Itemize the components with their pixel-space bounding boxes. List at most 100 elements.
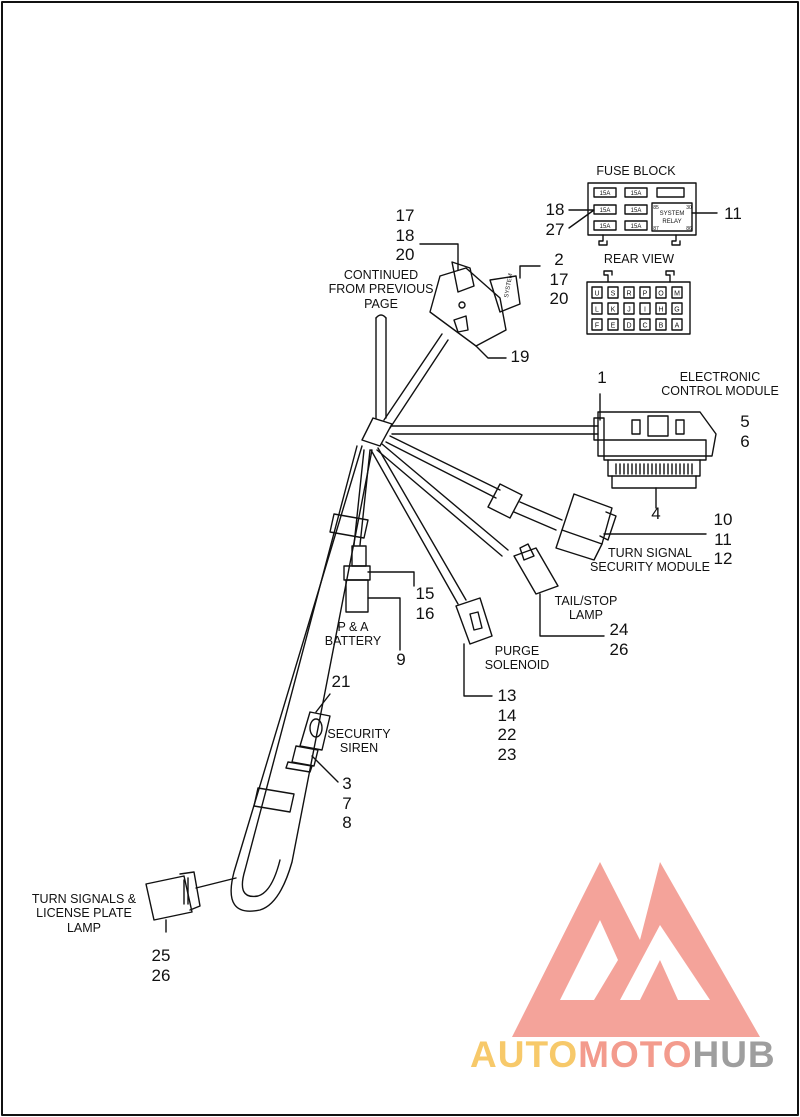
siren-line-1: SECURITY — [327, 727, 391, 741]
leader-2-17-20 — [519, 265, 541, 279]
terminal-cell — [607, 302, 619, 315]
terminal-letter: A — [675, 323, 680, 330]
wire-to-tail-lamp — [376, 443, 509, 557]
terminal-cell — [623, 318, 635, 331]
siren-unit — [285, 711, 331, 773]
brand-logo-triangle — [512, 862, 760, 1037]
leader-18-27 — [568, 209, 595, 229]
terminal-cell — [655, 286, 667, 299]
callout-25: 25 — [151, 946, 171, 965]
terminal-letter: L — [595, 307, 599, 314]
callout-17a: 17 — [395, 206, 415, 225]
callout-27: 27 — [545, 219, 565, 239]
wire-to-tssm-a — [385, 435, 501, 499]
wire-to-purge — [370, 447, 467, 605]
main-trunk-outer — [230, 445, 373, 912]
leader-24-26 — [539, 593, 605, 637]
callout-17-18-20: 17 18 20 — [390, 206, 420, 265]
terminal-cell — [655, 302, 667, 315]
callout-21: 21 — [331, 672, 351, 691]
ecm-line-1: ELECTRONIC — [679, 370, 761, 384]
turn-signals-line-3: LAMP — [66, 920, 102, 935]
terminal-cell — [671, 302, 683, 315]
fuse-4: 15A — [631, 208, 642, 214]
fuse-block-title: FUSE BLOCK — [596, 164, 676, 178]
callout-18b: 18 — [545, 200, 565, 219]
callout-16: 16 — [415, 603, 435, 623]
callout-13: 13 — [497, 686, 517, 705]
pa-battery-line-2: BATTERY — [324, 634, 382, 649]
callout-22: 22 — [497, 725, 517, 745]
continued-line-2: FROM PREVIOUS — [328, 282, 434, 297]
callout-23: 23 — [497, 744, 517, 764]
terminal-cell — [639, 302, 651, 315]
wire-to-fuse-connector — [383, 333, 449, 429]
callout-24: 24 — [609, 620, 629, 639]
fuse-5: 15A — [600, 224, 611, 230]
terminal-letter: I — [644, 307, 646, 314]
turn-signal-wire — [195, 877, 237, 889]
callout-5-6: 5 6 — [730, 412, 760, 451]
pa-battery-label: P & A BATTERY — [316, 620, 390, 649]
connector-system-text: SYSTEM — [504, 273, 514, 298]
terminal-cell — [607, 318, 619, 331]
continued-wire-end — [375, 314, 387, 319]
terminal-letter: H — [658, 307, 663, 314]
callout-15: 15 — [415, 584, 435, 603]
callout-18-27: 18 27 — [540, 200, 570, 239]
terminal-cell — [671, 286, 683, 299]
terminal-letter: U — [594, 291, 599, 298]
fuse-2: 15A — [631, 191, 642, 197]
rear-view-title: REAR VIEW — [603, 252, 675, 266]
harness-clip-lower — [253, 787, 295, 813]
pa-battery-line-1: P & A — [337, 620, 369, 634]
tssm-line-1: TURN SIGNAL — [607, 546, 693, 560]
terminal-letter: B — [659, 323, 664, 330]
continued-wire — [375, 317, 387, 419]
relay-pin-1: 85 — [653, 205, 659, 211]
relay-line-2: RELAY — [662, 219, 681, 225]
continued-line-3: PAGE — [364, 296, 398, 311]
turn-signals-line-2: LICENSE PLATE — [36, 906, 132, 921]
callout-20b: 20 — [549, 289, 569, 309]
ecm-label: ELECTRONIC CONTROL MODULE — [650, 370, 790, 399]
terminal-cell — [607, 286, 619, 299]
wire-to-ecm — [391, 425, 599, 435]
system-connector — [429, 261, 521, 347]
fuse-6: 15A — [631, 224, 642, 230]
callout-9: 9 — [396, 650, 406, 669]
callout-4: 4 — [651, 504, 661, 523]
callout-2-17-20: 2 17 20 — [544, 250, 574, 309]
harness-junction — [361, 417, 393, 447]
brand-part-2: MOTO — [578, 1034, 693, 1075]
brand-wordmark: AUTOMOTOHUB — [470, 1034, 776, 1076]
main-trunk-inner — [241, 445, 358, 898]
terminal-letter: G — [674, 307, 679, 314]
callout-13-14-22-23: 13 14 22 23 — [492, 686, 522, 764]
ecm-unit — [593, 411, 717, 489]
terminal-cell — [655, 318, 667, 331]
purge-connector — [455, 597, 493, 645]
terminal-letter: J — [627, 307, 631, 314]
callout-5: 5 — [740, 412, 750, 431]
tssm-boot — [487, 483, 523, 519]
callout-3: 3 — [342, 774, 352, 793]
terminal-letter: P — [643, 291, 648, 298]
callout-26b: 26 — [151, 965, 171, 985]
tssm-label: TURN SIGNAL SECURITY MODULE — [585, 546, 715, 575]
purge-line-1: PURGE — [494, 644, 540, 658]
continued-label: CONTINUED FROM PREVIOUS PAGE — [316, 268, 446, 311]
callout-25-26: 25 26 — [146, 946, 176, 985]
callout-8: 8 — [342, 813, 352, 833]
leader-17-18-20 — [419, 243, 459, 271]
terminal-letter: E — [611, 323, 616, 330]
terminal-cell — [639, 318, 651, 331]
tail-stop-line-1: TAIL/STOP — [554, 594, 618, 608]
callout-20a: 20 — [395, 245, 415, 265]
terminal-letter: M — [674, 291, 680, 298]
ecm-line-2: CONTROL MODULE — [661, 384, 779, 399]
